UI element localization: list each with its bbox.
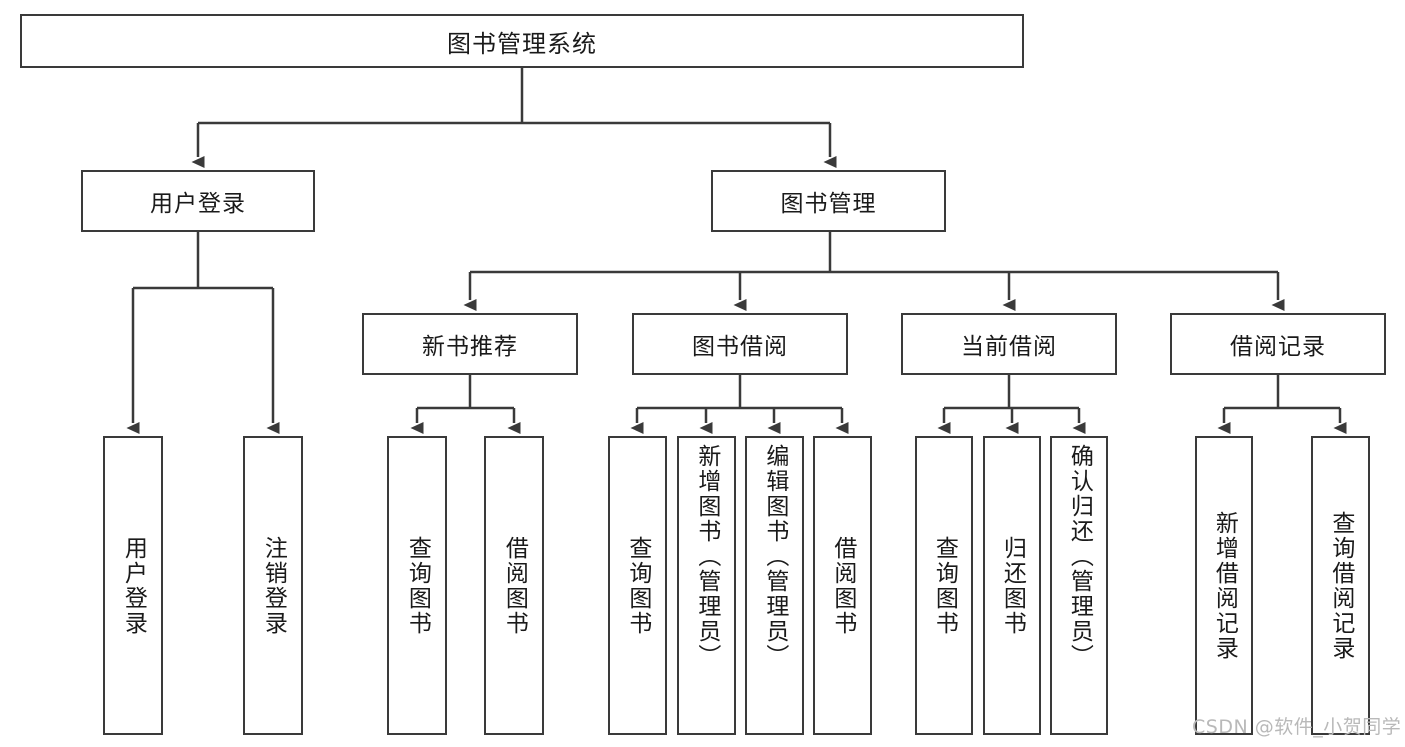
node-label: 查询图书 — [624, 535, 651, 636]
node-user-login[interactable]: 用户登录 — [81, 170, 315, 232]
node-label: 借阅图书 — [829, 535, 856, 636]
node-leaf-user-logout[interactable]: 注销登录 — [243, 436, 303, 735]
node-book-mgmt[interactable]: 图书管理 — [711, 170, 946, 232]
node-label: 编辑图书（管理员） — [761, 444, 788, 669]
node-leaf-bb-add[interactable]: 新增图书（管理员） — [677, 436, 736, 735]
node-leaf-cb-confirm[interactable]: 确认归还（管理员） — [1050, 436, 1108, 735]
node-label: 当前借阅 — [961, 334, 1057, 360]
node-leaf-cb-query[interactable]: 查询图书 — [915, 436, 973, 735]
node-leaf-bb-edit[interactable]: 编辑图书（管理员） — [745, 436, 804, 735]
node-label: 图书管理系统 — [447, 29, 597, 58]
node-label: 查询图书 — [931, 535, 958, 636]
node-leaf-bb-borrow[interactable]: 借阅图书 — [813, 436, 872, 735]
node-label: 用户登录 — [120, 535, 147, 636]
node-leaf-br-query[interactable]: 查询借阅记录 — [1311, 436, 1370, 735]
node-leaf-br-add[interactable]: 新增借阅记录 — [1195, 436, 1253, 735]
node-new-book-rec[interactable]: 新书推荐 — [362, 313, 578, 375]
node-root[interactable]: 图书管理系统 — [20, 14, 1024, 68]
watermark: CSDN @软件_小贺同学 — [1192, 716, 1402, 738]
node-label: 图书借阅 — [692, 334, 788, 360]
node-leaf-user-login[interactable]: 用户登录 — [103, 436, 163, 735]
node-book-borrow[interactable]: 图书借阅 — [632, 313, 848, 375]
node-label: 图书管理 — [780, 191, 877, 217]
node-leaf-rec-borrow[interactable]: 借阅图书 — [484, 436, 544, 735]
node-label: 用户登录 — [150, 191, 246, 217]
node-label: 借阅记录 — [1230, 334, 1326, 360]
node-label: 新增借阅记录 — [1211, 510, 1238, 661]
node-leaf-bb-query[interactable]: 查询图书 — [608, 436, 667, 735]
node-label: 查询借阅记录 — [1327, 510, 1354, 661]
node-current-borrow[interactable]: 当前借阅 — [901, 313, 1117, 375]
node-label: 新增图书（管理员） — [693, 444, 720, 669]
node-label: 新书推荐 — [422, 334, 518, 360]
node-label: 注销登录 — [260, 535, 287, 636]
node-label: 确认归还（管理员） — [1066, 444, 1093, 669]
node-label: 归还图书 — [999, 535, 1026, 636]
node-borrow-record[interactable]: 借阅记录 — [1170, 313, 1386, 375]
node-label: 查询图书 — [404, 535, 431, 636]
node-leaf-rec-query[interactable]: 查询图书 — [387, 436, 447, 735]
node-leaf-cb-return[interactable]: 归还图书 — [983, 436, 1041, 735]
node-label: 借阅图书 — [501, 535, 528, 636]
